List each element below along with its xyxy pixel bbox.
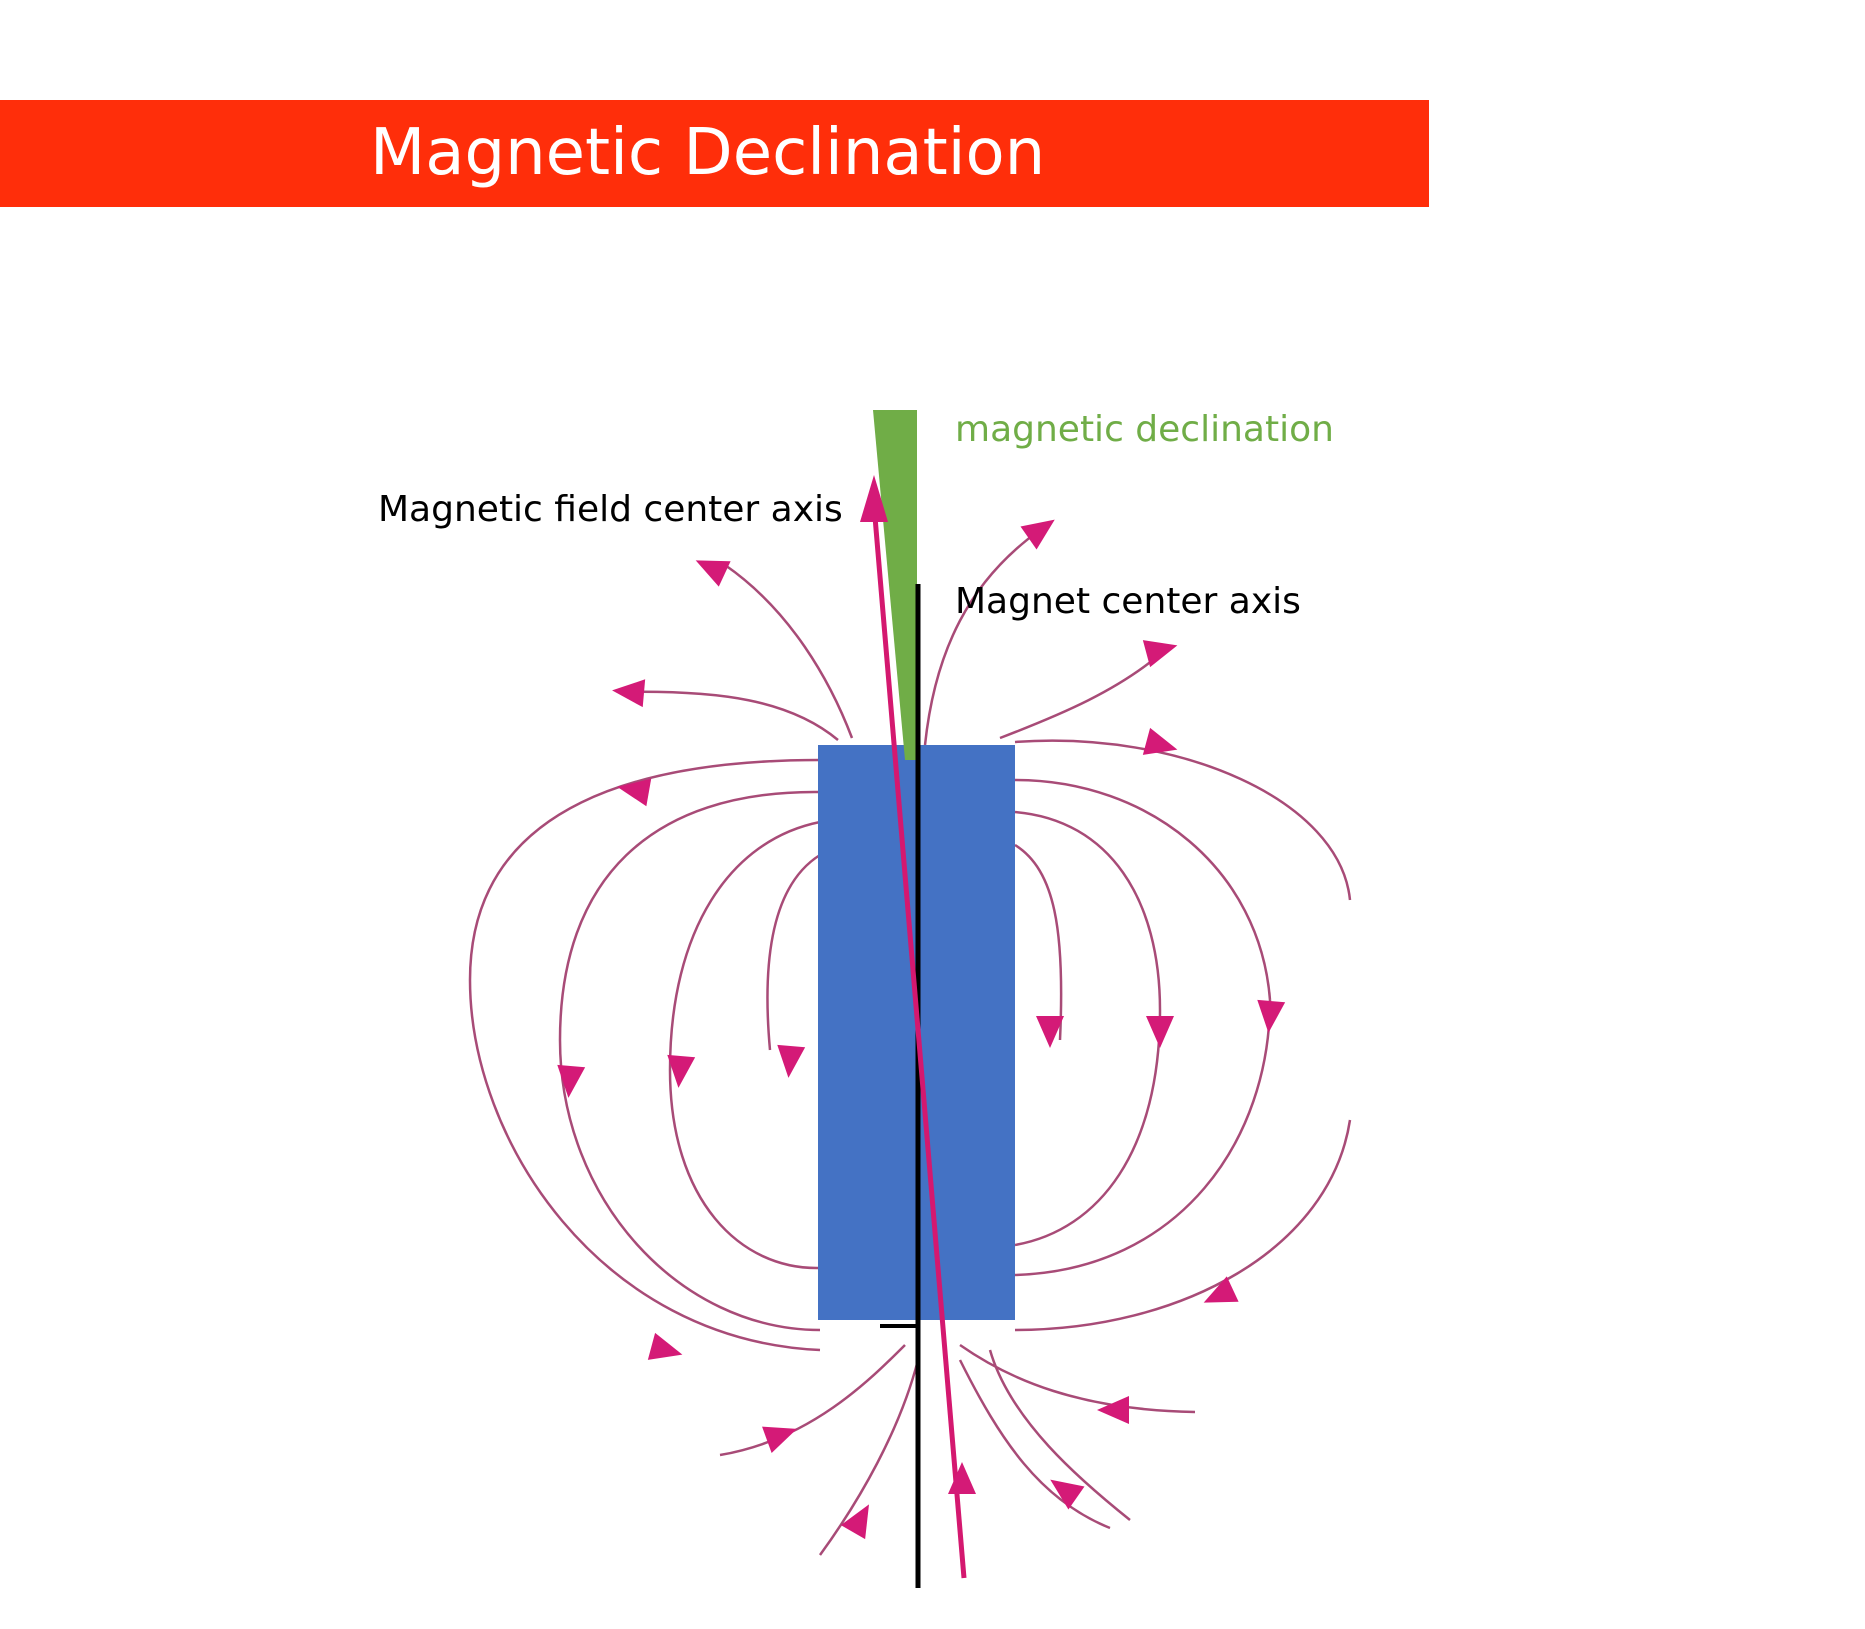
field-axis-arrowhead bbox=[860, 475, 888, 522]
field-arrowheads bbox=[557, 519, 1286, 1540]
field-line bbox=[468, 979, 821, 1352]
field-line bbox=[558, 1039, 821, 1332]
arrowhead-triangle-icon bbox=[1142, 640, 1178, 668]
field-line bbox=[468, 758, 821, 981]
arrowhead-triangle-icon bbox=[1050, 1479, 1085, 1510]
arrowhead-triangle-icon bbox=[777, 1044, 806, 1078]
arrowhead-triangle-icon bbox=[612, 679, 646, 708]
magnet-axis-label: Magnet center axis bbox=[955, 581, 1301, 622]
field-line bbox=[923, 528, 1041, 746]
arrowhead-triangle-icon bbox=[667, 1054, 696, 1088]
field-line bbox=[724, 563, 854, 739]
arrowhead-triangle-icon bbox=[695, 560, 731, 587]
field-line bbox=[668, 820, 821, 1071]
field-axis-label: Magnetic field center axis bbox=[378, 489, 843, 530]
title-banner bbox=[0, 100, 1429, 207]
field-line bbox=[719, 1344, 906, 1457]
arrowhead-triangle-icon bbox=[762, 1426, 797, 1453]
field-center-axis-line bbox=[871, 504, 967, 1579]
field-line bbox=[1014, 1119, 1352, 1332]
field-line bbox=[988, 1349, 1131, 1521]
arrowhead-triangle-icon bbox=[1257, 999, 1286, 1033]
field-line bbox=[668, 1069, 821, 1270]
declination-wedge bbox=[873, 410, 917, 760]
arrowhead-triangle-icon bbox=[948, 1462, 976, 1494]
declination-label: magnetic declination bbox=[955, 409, 1334, 450]
arrowhead-triangle-icon bbox=[1203, 1276, 1239, 1303]
field-line bbox=[1014, 810, 1162, 1011]
field-line bbox=[1014, 739, 1352, 901]
arrowhead-triangle-icon bbox=[1036, 1016, 1064, 1048]
field-line bbox=[558, 790, 821, 1041]
arrowhead-triangle-icon bbox=[1020, 519, 1055, 550]
arrowhead-triangle-icon bbox=[617, 778, 652, 807]
arrowhead-triangle-icon bbox=[557, 1064, 586, 1098]
arrowhead-triangle-icon bbox=[647, 1332, 683, 1360]
field-line bbox=[1014, 1009, 1162, 1247]
field-line bbox=[1014, 778, 1272, 1001]
field-line bbox=[1014, 843, 1063, 1041]
field-line bbox=[766, 853, 821, 1051]
arrowhead-triangle-icon bbox=[1146, 1016, 1174, 1048]
field-lines bbox=[468, 528, 1352, 1556]
field-line bbox=[1014, 999, 1272, 1277]
field-line bbox=[619, 690, 839, 741]
arrowhead-triangle-icon bbox=[1097, 1396, 1129, 1424]
field-line bbox=[958, 1359, 1111, 1530]
arrowhead-triangle-icon bbox=[1142, 727, 1178, 755]
arrowhead-triangle-icon bbox=[840, 1504, 869, 1540]
page-title: Magnetic Declination bbox=[370, 116, 1046, 190]
field-line bbox=[999, 649, 1166, 740]
field-line bbox=[818, 1359, 920, 1556]
field-line bbox=[959, 1343, 1196, 1414]
